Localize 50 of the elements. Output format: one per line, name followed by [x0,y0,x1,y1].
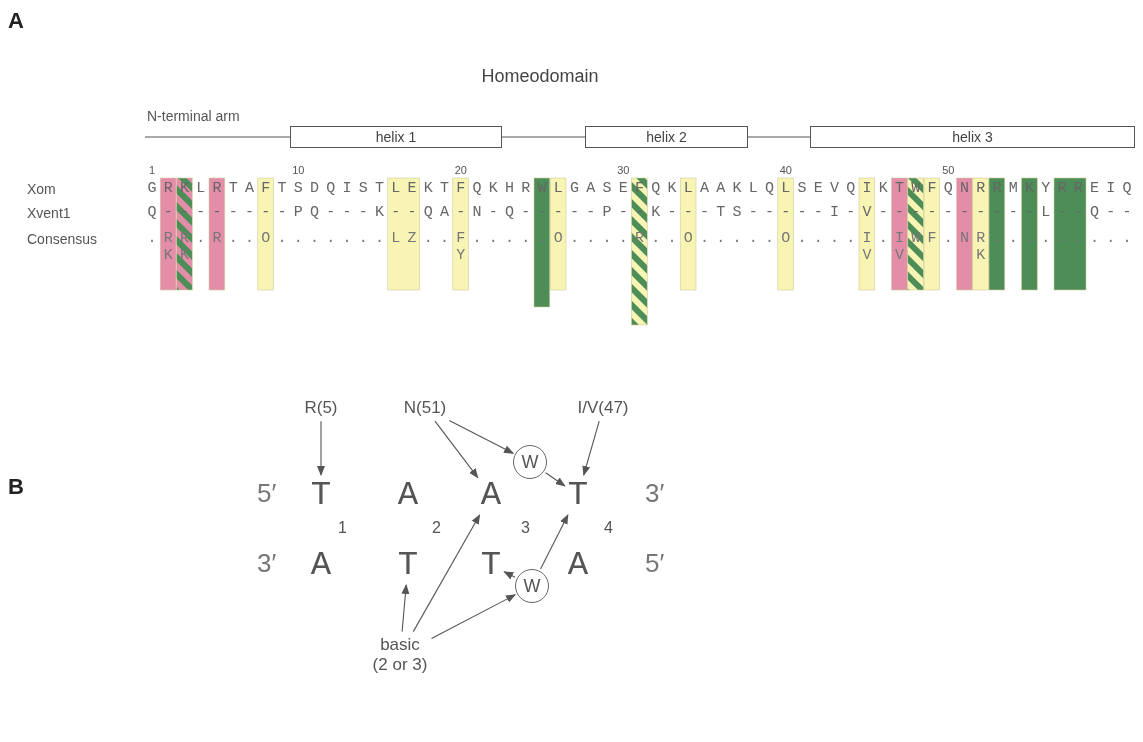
position-number: 3 [521,518,530,538]
sequence-name: Consensus [27,231,98,248]
arrow [430,594,517,640]
arrow [582,420,600,476]
helix-box: helix 3 [810,126,1135,148]
sequence-name: Xvent1 [27,205,71,222]
residue-label: N(51) [403,397,447,419]
base-letter: A [480,478,502,512]
base-letter: T [397,548,419,582]
position-number: 20 [454,164,467,178]
arrow [540,514,569,570]
water-circle: W [513,445,547,479]
connector-line [501,136,586,138]
arrow [503,571,516,580]
helix-box: helix 2 [585,126,748,148]
diagram-title: Homeodomain [481,66,599,87]
residue-label: R(5) [304,397,338,419]
base-letter: T [480,548,502,582]
arrow [434,420,479,479]
position-number: 1 [148,164,156,178]
position-number: 1 [338,518,347,538]
connector-line [747,136,811,138]
helix-box: helix 1 [290,126,502,148]
base-letter: A [567,548,589,582]
panel-letter: B [8,474,24,501]
position-number: 40 [779,164,792,178]
position-number: 10 [292,164,305,178]
residue-label: I/V(47) [577,397,629,419]
position-number: 4 [604,518,613,538]
strand-end-label: 3′ [645,478,665,510]
base-letter: T [567,478,589,512]
water-circle: W [515,569,549,603]
residue-label: basic (2 or 3) [371,634,429,676]
strand-end-label: 5′ [257,478,277,510]
strand-end-label: 3′ [257,548,277,580]
arrow [545,472,566,487]
base-letter: A [397,478,419,512]
arrow [412,514,481,633]
base-letter: A [310,548,332,582]
panel-letter: A [8,8,24,35]
region-label: N-terminal arm [147,108,240,125]
position-number: 30 [617,164,630,178]
arrow [401,584,410,633]
arrow [448,419,514,454]
position-number: 2 [432,518,441,538]
position-number: 50 [942,164,955,178]
sequence-name: Xom [27,181,56,198]
base-letter: T [310,478,332,512]
strand-end-label: 5′ [645,548,665,580]
arrow [317,420,325,476]
